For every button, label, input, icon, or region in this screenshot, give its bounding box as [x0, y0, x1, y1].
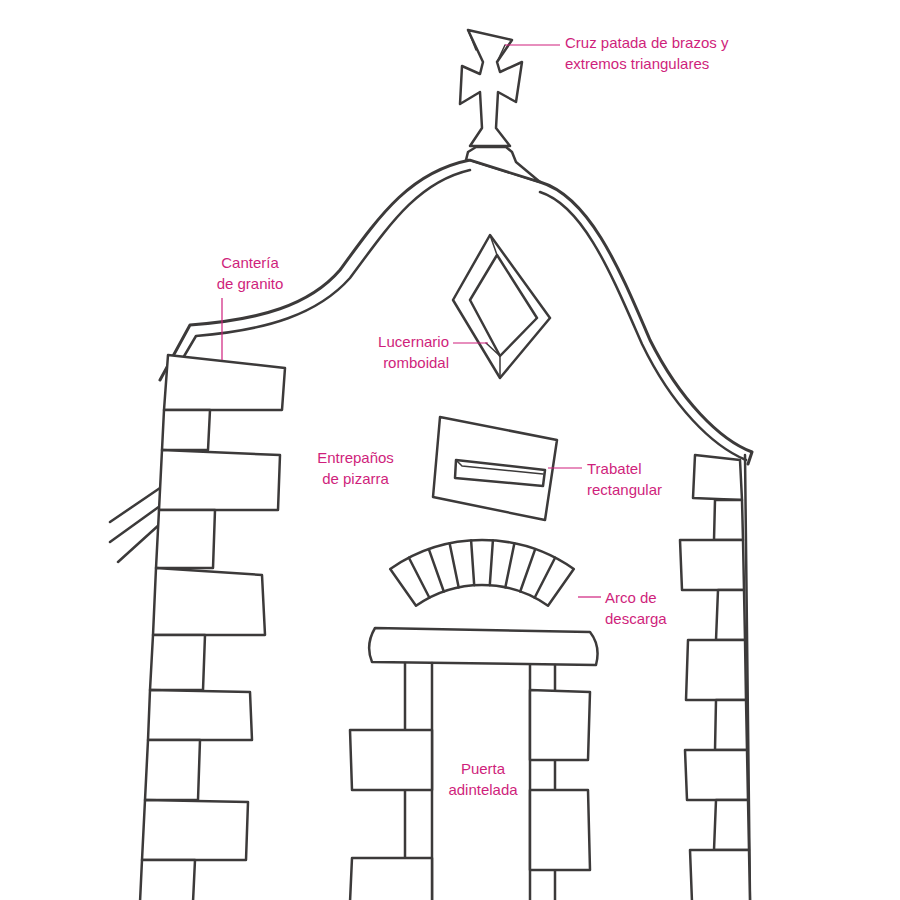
part-label: Entrepaños de pizarra	[313, 447, 398, 489]
skylight-detail	[486, 235, 500, 378]
cross	[460, 30, 522, 146]
gable-cornice	[160, 160, 752, 464]
right-quoins	[680, 455, 750, 900]
cross-detail	[468, 30, 505, 62]
leader-line	[221, 298, 222, 360]
leader-line	[548, 467, 582, 468]
cross-plinth	[466, 147, 540, 182]
leader-lines	[222, 45, 601, 597]
part-label: Trabatel rectangular	[587, 458, 669, 500]
rhomboid-skylight	[453, 235, 550, 378]
leader-line	[505, 44, 560, 45]
part-label: Cruz patada de brazos y extremos triangu…	[565, 32, 765, 74]
arch-joints	[409, 540, 555, 597]
part-label: Cantería de granito	[214, 252, 286, 294]
door-jambs	[350, 663, 590, 900]
leader-line	[578, 596, 601, 597]
part-label: Puerta adintelada	[444, 758, 522, 800]
part-label: Lucernario romboidal	[369, 331, 449, 373]
door-lintel	[369, 628, 597, 665]
relieving-arch	[390, 540, 574, 606]
rhomboid-skylight-inner	[470, 255, 537, 356]
vent-detail	[456, 460, 543, 474]
leader-line	[453, 342, 488, 343]
vent-frame	[433, 417, 557, 520]
part-label: Arco de descarga	[605, 587, 675, 629]
vent-slot	[455, 460, 545, 486]
left-quoins	[140, 355, 285, 900]
gable-cornice-inner	[167, 170, 746, 460]
roof-fragment	[110, 488, 160, 562]
